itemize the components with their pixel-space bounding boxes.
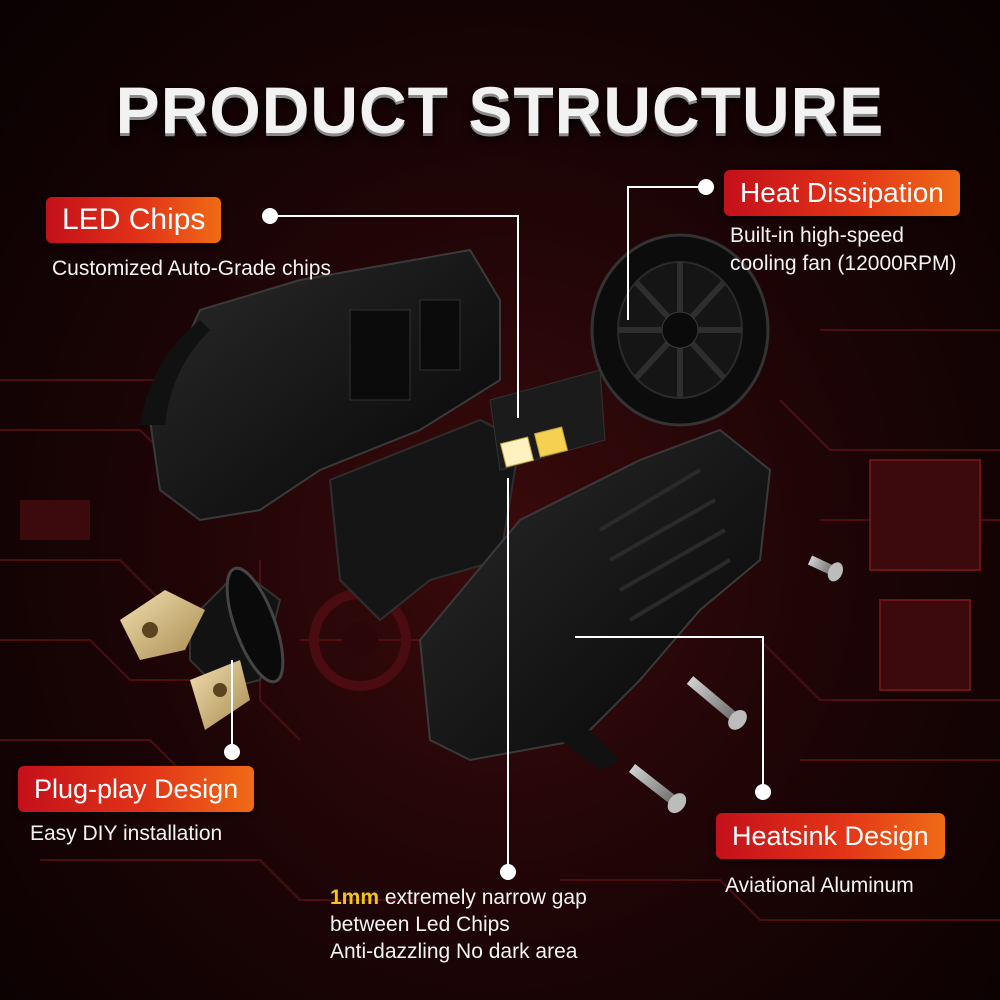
heatsink-desc: Aviational Aluminum <box>725 874 914 897</box>
led-chips-desc: Customized Auto-Grade chips <box>52 257 331 280</box>
heatsink-badge: Heatsink Design <box>716 813 945 859</box>
gap-highlight: 1mm <box>330 886 380 909</box>
led-chips-badge: LED Chips <box>46 197 222 243</box>
plug-play-badge: Plug-play Design <box>18 766 255 812</box>
gap-desc-line1: 1mm extremely narrow gap <box>330 885 587 911</box>
heat-dissipation-badge: Heat Dissipation <box>724 170 960 216</box>
plug-connector-icon <box>120 566 285 730</box>
gap-line1-rest: extremely narrow gap <box>379 886 587 909</box>
pcb-board <box>328 418 522 622</box>
plug-play-desc: Easy DIY installation <box>30 822 223 845</box>
led-chip-icon <box>489 369 606 471</box>
page-title: PRODUCT STRUCTURE <box>115 73 885 147</box>
gap-desc-line2: between Led Chips <box>330 913 510 936</box>
heat-dissipation-desc-line2: cooling fan (12000RPM) <box>730 252 957 275</box>
heat-dissipation-desc-line1: Built-in high-speed <box>730 224 904 247</box>
gap-desc-line3: Anti-dazzling No dark area <box>330 940 578 963</box>
